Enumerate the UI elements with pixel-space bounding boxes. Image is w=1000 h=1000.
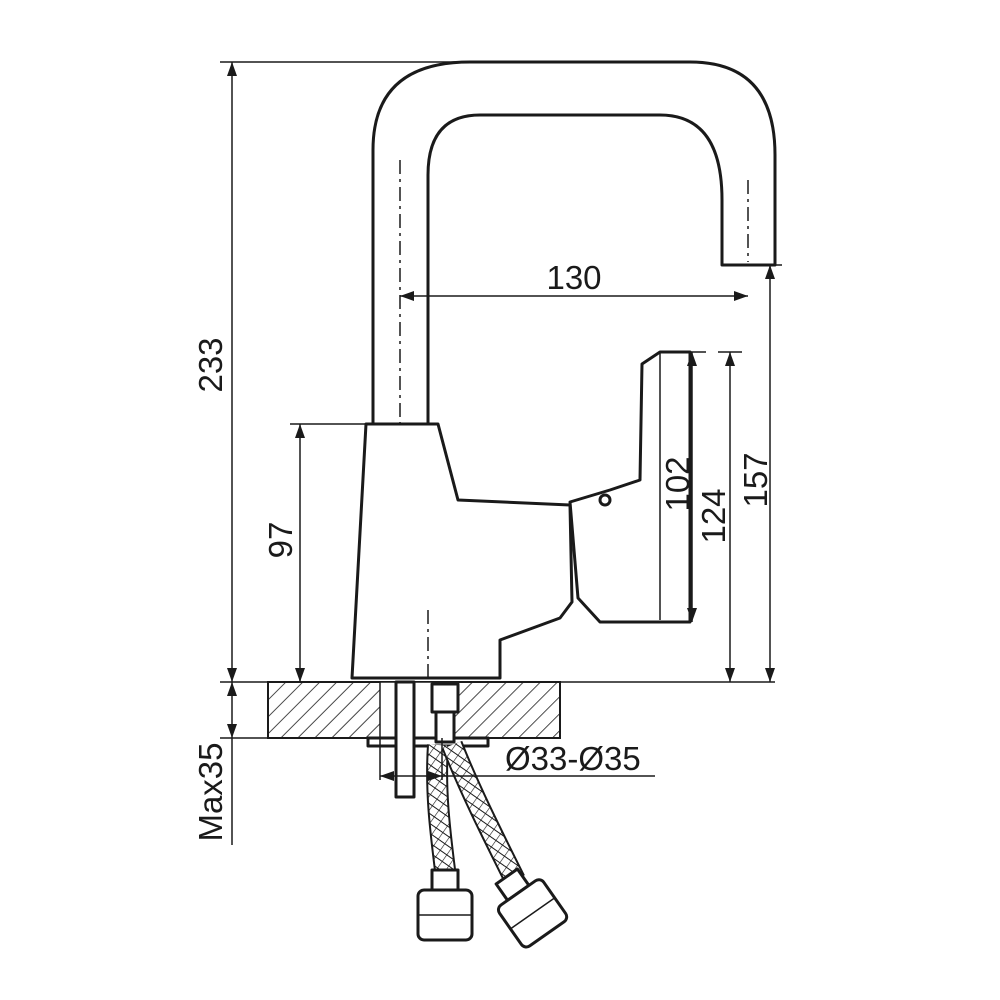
label-233: 233 xyxy=(192,337,229,392)
dimension-102: 102 xyxy=(659,351,706,622)
dimension-max35: Max35 xyxy=(192,682,380,845)
dimension-97: 97 xyxy=(262,423,366,682)
label-97: 97 xyxy=(262,522,299,559)
dimension-233: 233 xyxy=(192,61,500,682)
dimension-157: 157 xyxy=(737,264,782,682)
dimension-130: 130 xyxy=(400,259,748,301)
label-157: 157 xyxy=(737,452,774,507)
flexible-hoses xyxy=(416,740,569,949)
label-124: 124 xyxy=(695,488,732,543)
label-hole-diameter: Ø33-Ø35 xyxy=(505,740,641,777)
countertop-section xyxy=(220,681,775,739)
faucet-body xyxy=(350,422,574,680)
label-130: 130 xyxy=(546,259,601,296)
label-max35: Max35 xyxy=(192,742,229,841)
dimension-124: 124 xyxy=(695,351,742,682)
lever-handle xyxy=(568,350,692,624)
label-102: 102 xyxy=(659,456,696,511)
dimension-hole-diameter: Ø33-Ø35 xyxy=(379,738,655,781)
spout xyxy=(371,60,777,427)
mounting-hardware xyxy=(366,680,490,799)
